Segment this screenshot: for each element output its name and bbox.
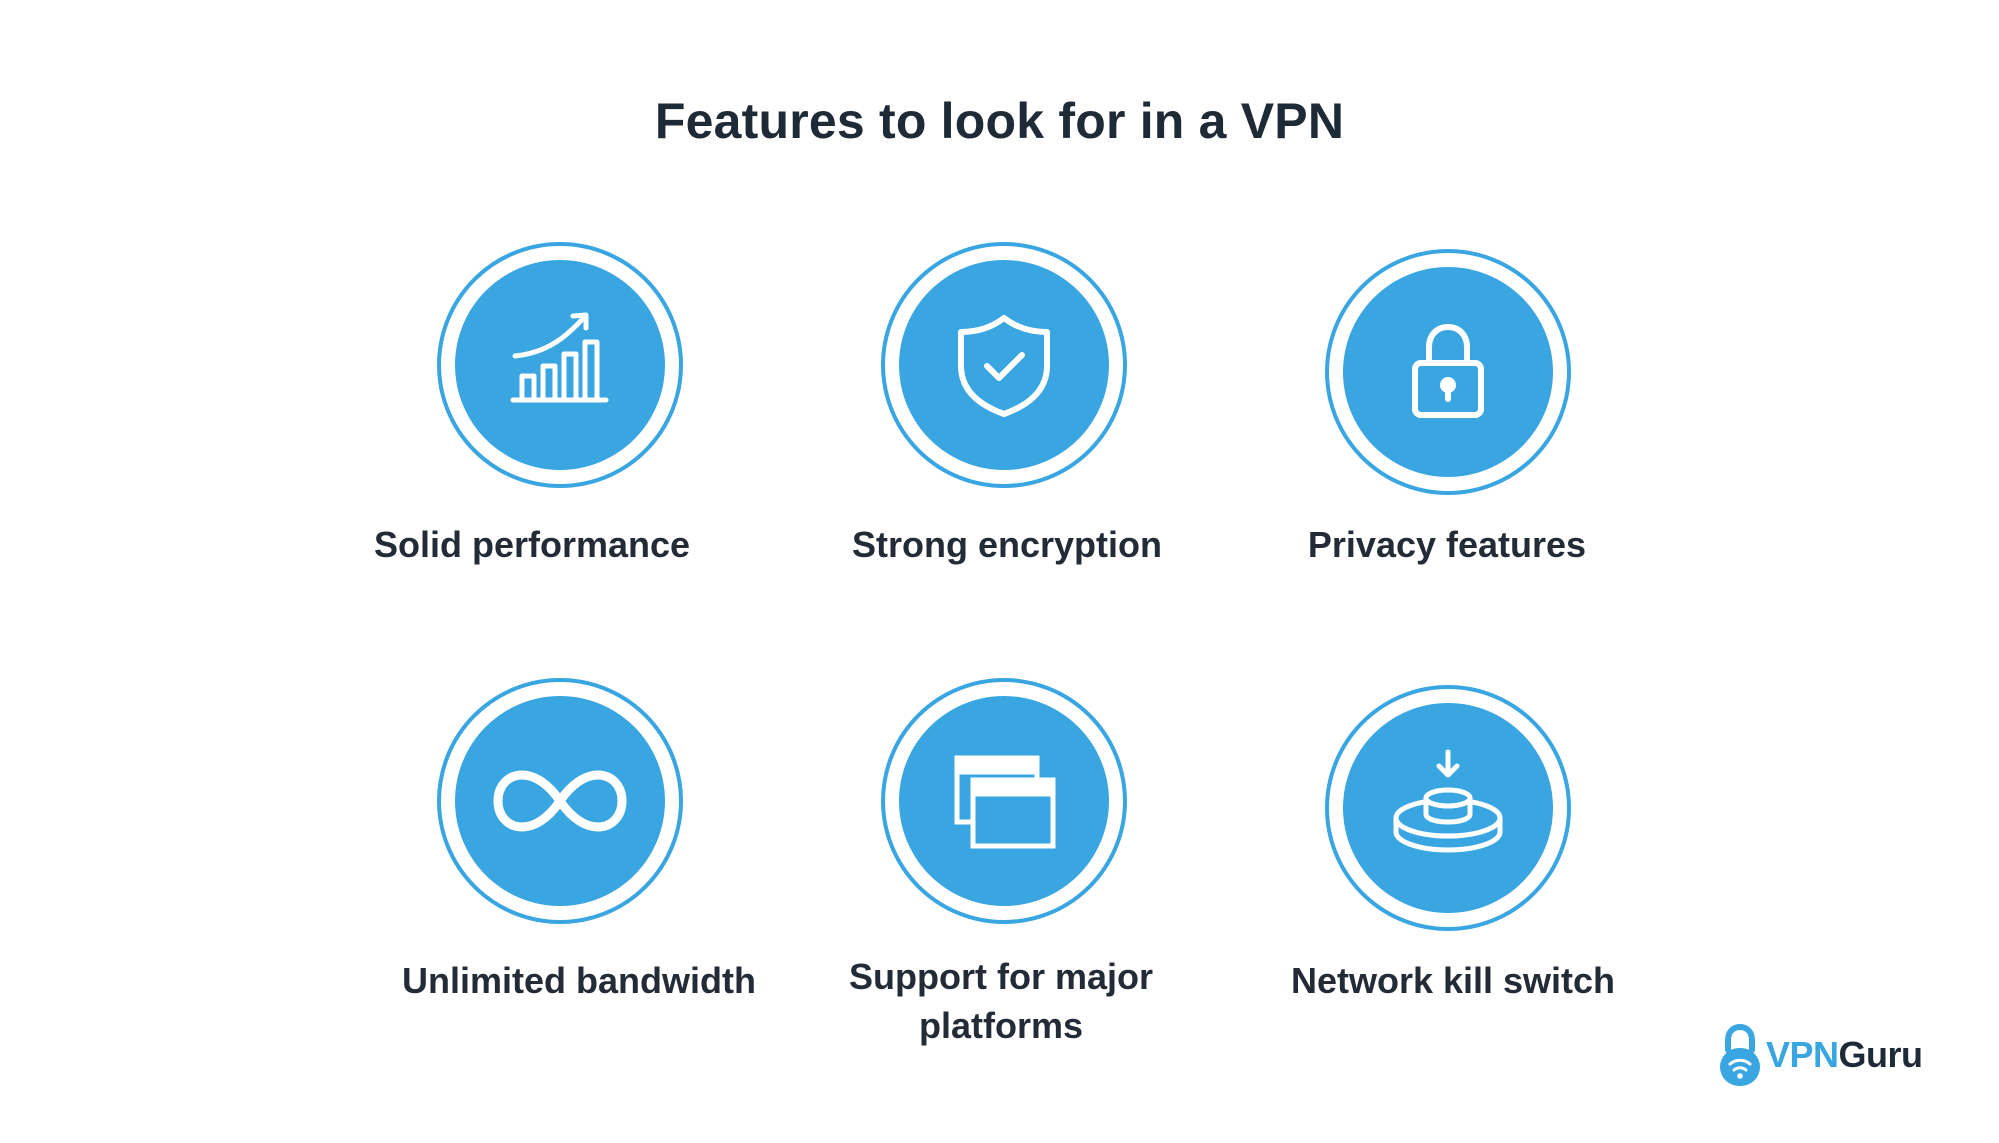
feature-label: Support for major platforms xyxy=(791,952,1211,1050)
padlock-icon xyxy=(1412,324,1484,418)
kill-switch-button-icon xyxy=(1393,749,1503,853)
feature-kill-switch: Network kill switch xyxy=(1237,678,1657,1018)
logo-text: VPNGuru xyxy=(1766,1034,1923,1076)
feature-badge xyxy=(437,242,683,488)
shield-check-icon xyxy=(958,315,1050,417)
feature-badge xyxy=(881,242,1127,488)
feature-label: Unlimited bandwidth xyxy=(402,960,756,1001)
feature-solid-performance: Solid performance xyxy=(350,242,770,582)
feature-major-platforms: Support for major platforms xyxy=(794,678,1214,1058)
lock-wifi-icon xyxy=(1720,1023,1760,1086)
vpnguru-logo: VPNGuru xyxy=(1718,1020,1923,1090)
logo-vpn-text: VPN xyxy=(1766,1034,1839,1075)
feature-badge xyxy=(1325,249,1571,495)
feature-label: Privacy features xyxy=(1307,524,1587,565)
feature-strong-encryption: Strong encryption xyxy=(794,242,1214,582)
feature-label: Network kill switch xyxy=(1290,960,1616,1001)
feature-label-line: Support for major xyxy=(849,956,1153,997)
feature-label: Strong encryption xyxy=(851,524,1162,565)
feature-badge xyxy=(437,678,683,924)
feature-privacy: Privacy features xyxy=(1237,242,1657,582)
feature-badge xyxy=(881,678,1127,924)
feature-badge xyxy=(1325,685,1571,931)
feature-unlimited-bandwidth: Unlimited bandwidth xyxy=(350,678,770,1018)
feature-label: Solid performance xyxy=(373,524,691,565)
bar-chart-growth-icon xyxy=(510,312,609,403)
logo-guru-text: Guru xyxy=(1838,1034,1924,1075)
windows-stack-icon xyxy=(954,755,1056,849)
page-title: Features to look for in a VPN xyxy=(654,93,1345,149)
infinity-icon xyxy=(493,770,627,832)
feature-label-line: platforms xyxy=(918,1005,1084,1046)
